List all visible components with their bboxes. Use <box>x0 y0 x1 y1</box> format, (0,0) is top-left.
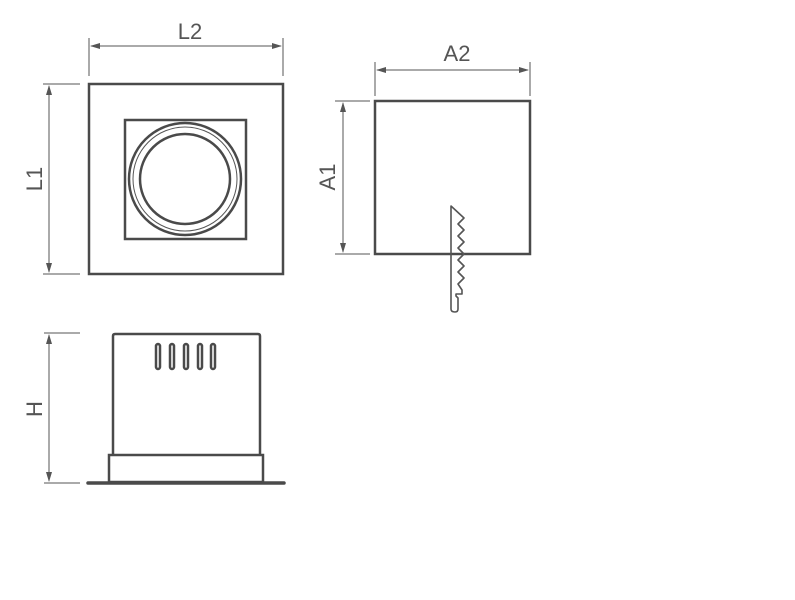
top-view: L2 L1 <box>22 19 285 276</box>
dimension-h: H <box>22 332 80 484</box>
dimension-label-a1: A1 <box>315 164 340 191</box>
spring-clip <box>450 205 465 313</box>
lamp-inner-ring <box>138 132 232 226</box>
cutout-rectangle <box>373 99 532 256</box>
dimension-a1: A1 <box>315 100 370 255</box>
lamp-outer-ring <box>127 121 243 237</box>
dimension-label-l2: L2 <box>178 19 202 44</box>
vent-slot <box>154 342 162 371</box>
cutout-view: A2 A1 <box>315 41 532 313</box>
top-view-outer-frame <box>87 82 285 276</box>
top-view-inner-square <box>123 118 248 241</box>
vent-slot <box>209 342 217 371</box>
dimension-label-l1: L1 <box>22 167 47 191</box>
trim-ring <box>107 453 265 484</box>
housing-body <box>111 332 262 455</box>
dimension-l1: L1 <box>22 83 80 275</box>
vent-slot <box>168 342 176 371</box>
side-view: H <box>22 332 286 485</box>
lamp-middle-ring <box>132 126 238 232</box>
dimension-label-a2: A2 <box>444 41 471 66</box>
vent-slot <box>182 342 190 371</box>
ventilation-slots <box>154 342 217 371</box>
dimension-l2: L2 <box>88 19 284 76</box>
dimension-label-h: H <box>22 401 47 417</box>
vent-slot <box>196 342 204 371</box>
dimension-a2: A2 <box>374 41 531 96</box>
